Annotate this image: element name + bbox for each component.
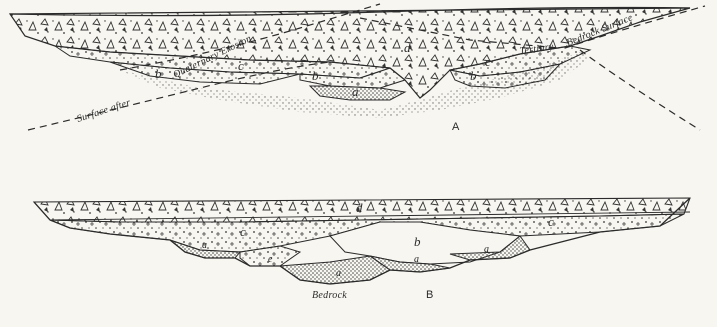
panel-a-surface-after-text: Surface after — [76, 97, 133, 125]
panel-a-unit-c-right-label: c — [485, 54, 491, 69]
panel-a-unit-c-left-label: c — [238, 58, 244, 73]
panel-b-bedrock-text: Bedrock — [312, 290, 347, 301]
panel-a-unit-d-label: d — [404, 40, 411, 55]
panel-a: d c c b b b a Quaternary Erosion Surface… — [10, 4, 705, 133]
panel-a-label: A — [452, 121, 460, 133]
panel-a-unit-b-right-label: b — [470, 68, 477, 83]
panel-b-unit-c-right-label: c — [548, 214, 554, 229]
panel-b-unit-a-bottom — [280, 256, 390, 284]
panel-b-unit-b-label: b — [414, 234, 421, 249]
panel-b-unit-a-right-label: a — [484, 244, 489, 255]
panel-b-unit-e-label: e — [268, 254, 273, 265]
panel-b-unit-d-label: d — [356, 200, 363, 215]
panel-a-lower-right-dashed — [580, 50, 700, 130]
panel-b-unit-a-mid-label: a — [414, 254, 419, 265]
panel-b-label: B — [426, 289, 433, 301]
panel-a-unit-b-mid-label: b — [312, 68, 319, 83]
panel-b-unit-c-label: c — [240, 224, 246, 239]
panel-a-unit-a-label: a — [352, 84, 359, 99]
panel-b-unit-a-left-label: a — [202, 240, 207, 251]
panel-b: d c c b a e a a a Bedrock B — [34, 198, 690, 301]
panel-b-unit-a-bottom-label: a — [336, 268, 341, 279]
panel-a-unit-b-left-label: b — [155, 66, 162, 81]
